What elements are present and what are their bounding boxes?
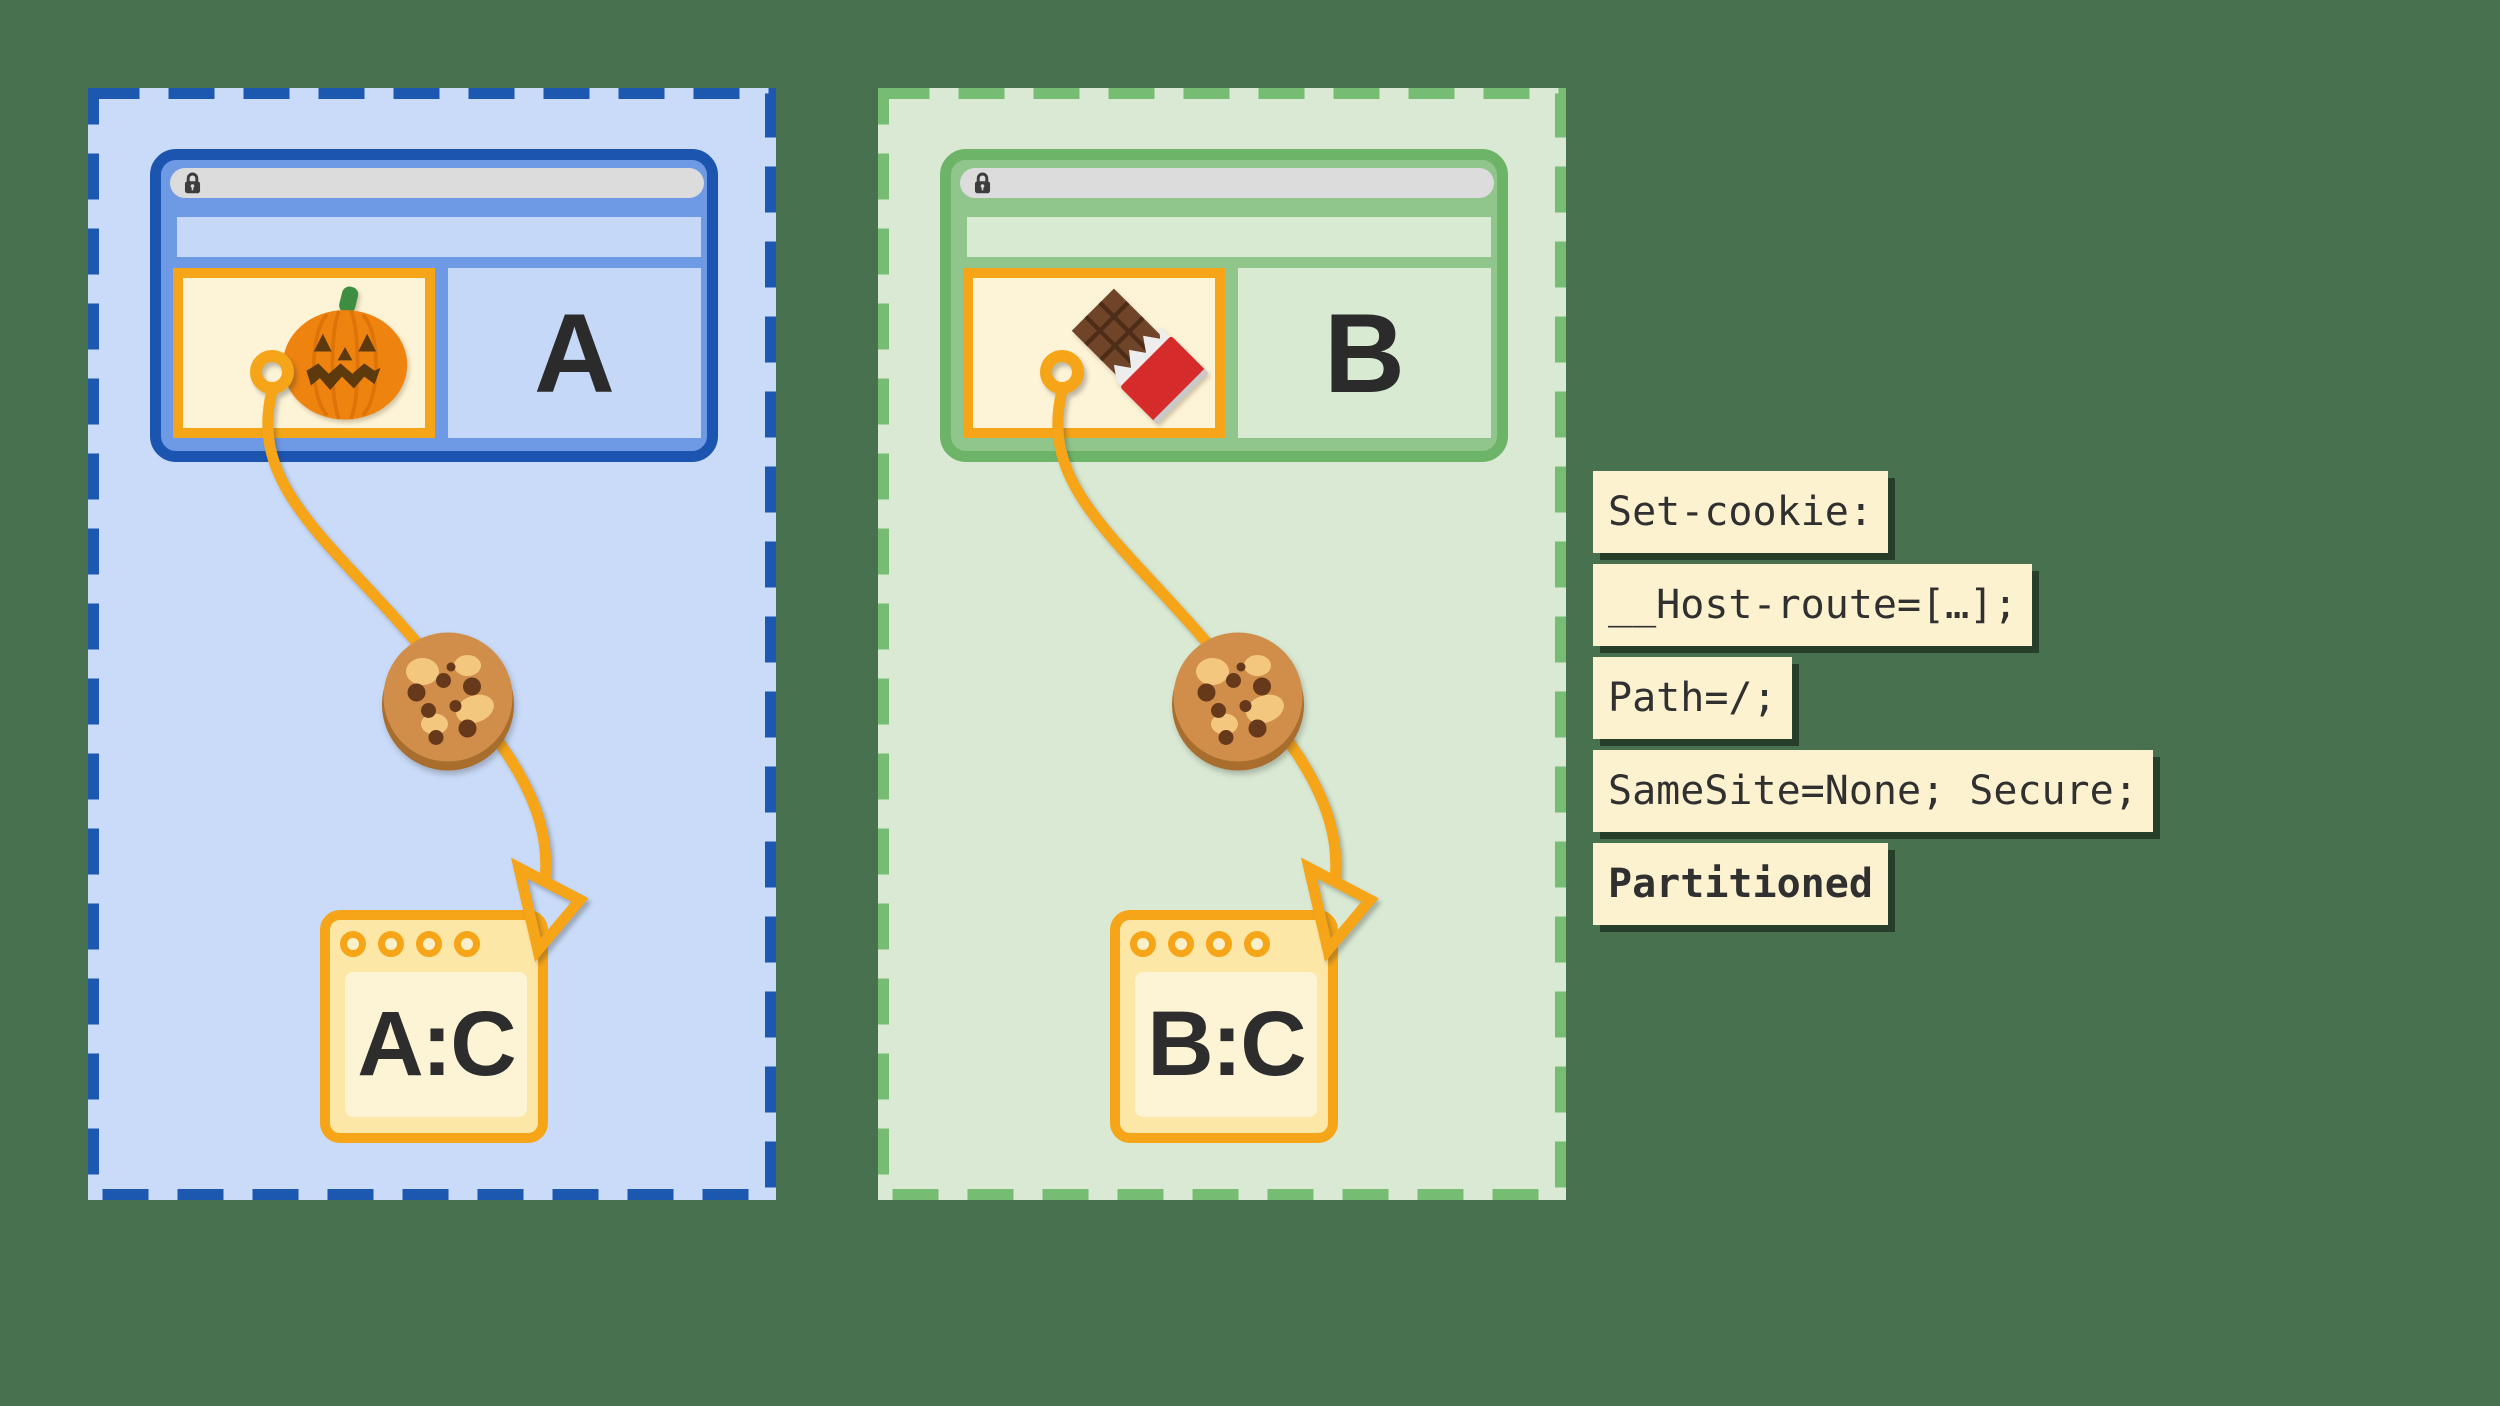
partition-site-b: B B:C [878, 88, 1566, 1200]
chocolate-bar-icon [1071, 288, 1209, 424]
code-line: Path=/; [1593, 657, 1792, 739]
cookie-jar-a: A:C [320, 910, 548, 1143]
jar-dot [1206, 931, 1232, 957]
site-b-page-area: B [1238, 268, 1491, 438]
partition-key-panel-a: A:C [345, 972, 527, 1117]
jar-dot [1130, 931, 1156, 957]
jar-dot [1244, 931, 1270, 957]
site-a-label: A [534, 290, 615, 416]
partition-site-a: A A:C [88, 88, 776, 1200]
code-line: __Host-route=[…]; [1593, 564, 2033, 646]
partition-key-panel-b: B:C [1135, 972, 1317, 1117]
browser-window-b: B [940, 149, 1508, 462]
jar-dot [416, 931, 442, 957]
page-content-bar [177, 217, 701, 257]
jar-dots [340, 931, 538, 957]
cookie-icon [1172, 632, 1304, 771]
partition-key-b: B:C [1147, 993, 1307, 1095]
set-cookie-code-block: Set-cookie: __Host-route=[…]; Path=/; Sa… [1593, 471, 2153, 925]
jack-o-lantern-icon [282, 286, 408, 420]
embedded-iframe-c [173, 268, 435, 438]
embedded-iframe-c [963, 268, 1225, 438]
site-b-label: B [1324, 290, 1405, 416]
cookie-icon [382, 632, 514, 771]
address-bar [960, 168, 1494, 198]
address-bar [170, 168, 704, 198]
cookie-jar-b: B:C [1110, 910, 1338, 1143]
jar-dot [1168, 931, 1194, 957]
browser-window-a: A [150, 149, 718, 462]
jar-dot [340, 931, 366, 957]
site-a-page-area: A [448, 268, 701, 438]
jar-dot [454, 931, 480, 957]
jar-dots [1130, 931, 1328, 957]
code-line: SameSite=None; Secure; [1593, 750, 2153, 832]
code-line: Set-cookie: [1593, 471, 1888, 553]
partition-key-a: A:C [357, 993, 517, 1095]
code-line-partitioned: Partitioned [1593, 843, 1888, 925]
lock-icon [974, 172, 991, 194]
page-content-bar [967, 217, 1491, 257]
jar-dot [378, 931, 404, 957]
lock-icon [184, 172, 201, 194]
